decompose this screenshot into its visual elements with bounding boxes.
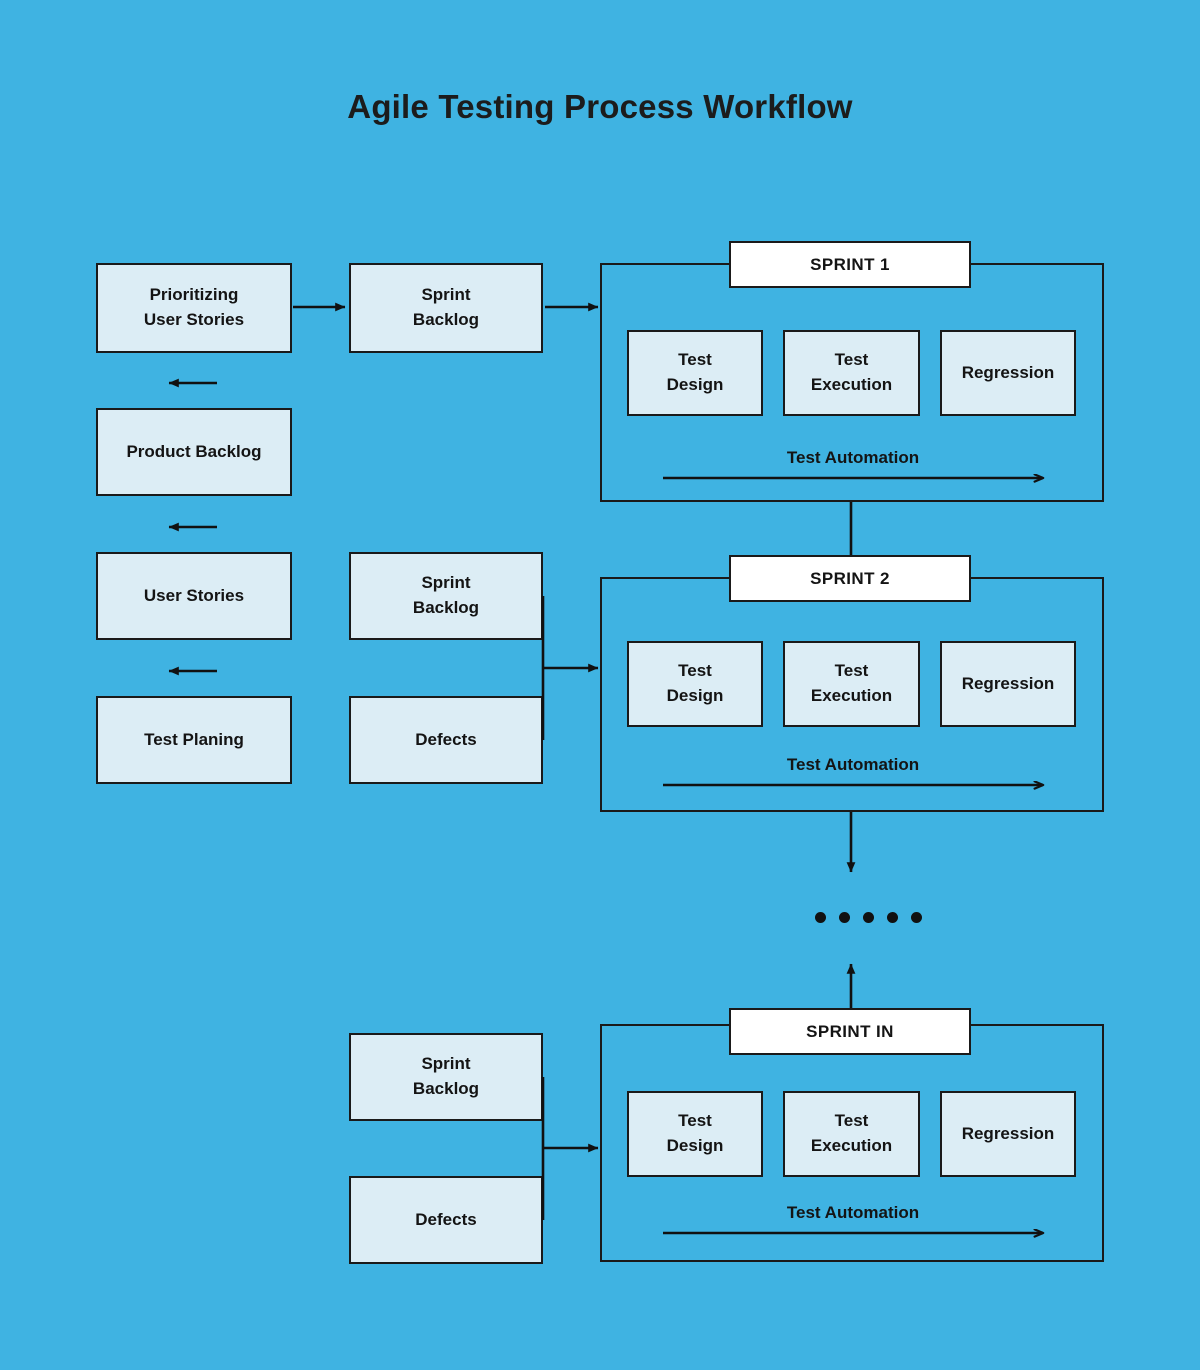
sprint-1-stage-test-execution[interactable]: Test Execution: [783, 330, 920, 416]
sprint-2-tab[interactable]: SPRINT 2: [729, 555, 971, 602]
sprint-1-stage-regression[interactable]: Regression: [940, 330, 1076, 416]
continuation-dot-2: [839, 912, 850, 923]
node-user-stories[interactable]: User Stories: [96, 552, 292, 640]
sprint-1-stage-0-line2: Design: [666, 375, 724, 394]
node-sprint1-backlog-line2: Backlog: [412, 310, 480, 329]
node-sprintIN-defects-label: Defects: [415, 1209, 477, 1229]
sprint-in-stage-test-execution[interactable]: Test Execution: [783, 1091, 920, 1177]
sprint-2-stage-1-line2: Execution: [810, 686, 893, 705]
sprint-2-tab-label: SPRINT 2: [810, 568, 890, 588]
sprint-in-stage-1-line1: Test: [834, 1111, 869, 1131]
continuation-dots: [815, 912, 922, 923]
node-sprintIN-defects[interactable]: Defects: [349, 1176, 543, 1264]
sprint-in-stage-test-design[interactable]: Test Design: [627, 1091, 763, 1177]
node-product-backlog-label: Product Backlog: [126, 441, 262, 461]
sprint-2-stage-0-line1: Test: [678, 661, 712, 681]
sprint-1-stage-test-design[interactable]: Test Design: [627, 330, 763, 416]
node-sprint1-backlog-line1: Sprint: [421, 285, 471, 305]
node-sprint2-backlog-line2: Backlog: [412, 598, 480, 617]
node-sprint1-backlog[interactable]: Sprint Backlog: [349, 263, 543, 353]
node-test-planing-label: Test Planing: [144, 729, 244, 749]
sprint-2-automation-text: Test Automation: [786, 755, 920, 774]
sprint-in-tab-label: SPRINT IN: [806, 1021, 894, 1041]
sprint-2-stage-regression[interactable]: Regression: [940, 641, 1076, 727]
continuation-dot-1: [815, 912, 826, 923]
node-test-planing[interactable]: Test Planing: [96, 696, 292, 784]
sprint-2-automation-label: Test Automation: [663, 755, 1043, 775]
node-prioritizing-line2: User Stories: [143, 310, 245, 329]
sprint-in-stage-0-line1: Test: [678, 1111, 712, 1131]
sprint-in-automation-label: Test Automation: [663, 1203, 1043, 1223]
sprint-1-tab[interactable]: SPRINT 1: [729, 241, 971, 288]
continuation-dot-5: [911, 912, 922, 923]
node-prioritizing-line1: Prioritizing: [149, 285, 239, 305]
sprint-1-automation-text: Test Automation: [786, 448, 920, 467]
continuation-dot-4: [887, 912, 898, 923]
node-sprint2-defects-label: Defects: [415, 729, 477, 749]
sprint-1-stage-1-line2: Execution: [810, 375, 893, 394]
sprint-2-stage-0-line2: Design: [666, 686, 724, 705]
node-sprint2-defects[interactable]: Defects: [349, 696, 543, 784]
sprint-1-stage-1-line1: Test: [834, 350, 869, 370]
sprint-1-tab-label: SPRINT 1: [810, 254, 890, 274]
node-user-stories-label: User Stories: [143, 585, 245, 605]
sprint-in-stage-1-line2: Execution: [810, 1136, 893, 1155]
sprint-in-stage-regression[interactable]: Regression: [940, 1091, 1076, 1177]
sprint-2-stage-test-execution[interactable]: Test Execution: [783, 641, 920, 727]
sprint-2-stage-2-line1: Regression: [961, 673, 1055, 693]
sprint-in-stage-0-line2: Design: [666, 1136, 724, 1155]
node-prioritizing-user-stories[interactable]: Prioritizing User Stories: [96, 263, 292, 353]
node-product-backlog[interactable]: Product Backlog: [96, 408, 292, 496]
node-sprint2-backlog[interactable]: Sprint Backlog: [349, 552, 543, 640]
sprint-in-tab[interactable]: SPRINT IN: [729, 1008, 971, 1055]
sprint-1-automation-label: Test Automation: [663, 448, 1043, 468]
sprint-2-stage-1-line1: Test: [834, 661, 869, 681]
continuation-dot-3: [863, 912, 874, 923]
sprint-in-automation-text: Test Automation: [786, 1203, 920, 1222]
sprint-1-stage-0-line1: Test: [678, 350, 712, 370]
sprint-2-stage-test-design[interactable]: Test Design: [627, 641, 763, 727]
sprint-in-stage-2-line1: Regression: [961, 1123, 1055, 1143]
sprint-1-stage-2-line1: Regression: [961, 362, 1055, 382]
node-sprintIN-backlog-line1: Sprint: [421, 1054, 471, 1074]
node-sprintIN-backlog-line2: Backlog: [412, 1079, 480, 1098]
page-title: Agile Testing Process Workflow: [347, 88, 853, 125]
node-sprintIN-backlog[interactable]: Sprint Backlog: [349, 1033, 543, 1121]
node-sprint2-backlog-line1: Sprint: [421, 573, 471, 593]
